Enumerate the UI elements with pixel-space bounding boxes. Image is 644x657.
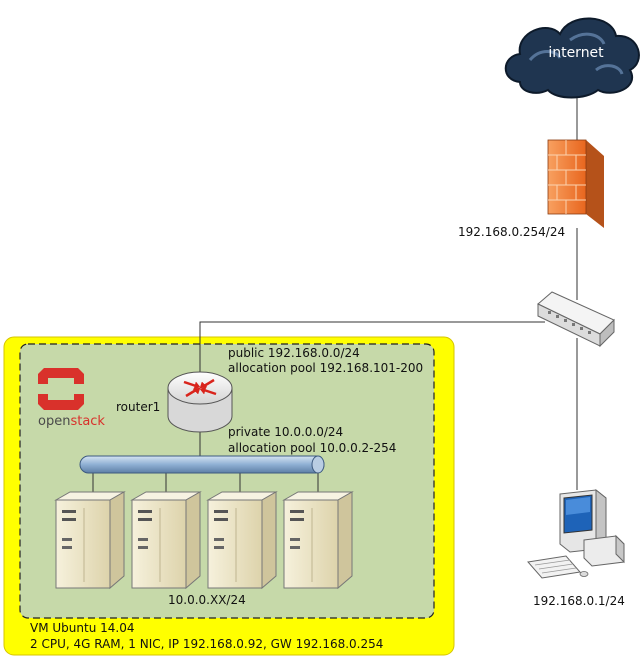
- vm-title-label: VM Ubuntu 14.04: [30, 621, 134, 635]
- router-name-label: router1: [116, 400, 160, 414]
- vm-specs-label: 2 CPU, 4G RAM, 1 NIC, IP 192.168.0.92, G…: [30, 637, 383, 651]
- openstack-logo: openstack: [38, 368, 105, 429]
- link-switch-router: [199, 321, 545, 372]
- private-network-bus: [79, 455, 325, 474]
- openstack-logo-open: open: [38, 414, 70, 429]
- firewall-ip-label: 192.168.0.254/24: [458, 225, 565, 239]
- workstation-ip-label: 192.168.0.1/24: [533, 594, 625, 608]
- private-network-label: private 10.0.0.0/24: [228, 425, 343, 439]
- svg-text:openstack: openstack: [38, 414, 105, 429]
- instances-ip-label: 10.0.0.XX/24: [168, 593, 246, 607]
- internet-label: internet: [548, 45, 604, 61]
- internet-cloud-icon: internet: [504, 17, 640, 99]
- server-icon: [54, 491, 126, 590]
- openstack-logo-stack: stack: [70, 414, 105, 429]
- server-icon: [282, 491, 354, 590]
- public-network-label: public 192.168.0.0/24: [228, 346, 360, 360]
- workstation-icon: [527, 488, 625, 579]
- public-pool-label: allocation pool 192.168.101-200: [228, 361, 423, 375]
- firewall-icon: [547, 139, 604, 228]
- switch-icon: [537, 291, 615, 348]
- server-icon: [206, 491, 278, 590]
- server-icon: [130, 491, 202, 590]
- router-icon: [167, 371, 233, 433]
- instance-servers: [54, 491, 354, 590]
- private-pool-label: allocation pool 10.0.0.2-254: [228, 441, 396, 455]
